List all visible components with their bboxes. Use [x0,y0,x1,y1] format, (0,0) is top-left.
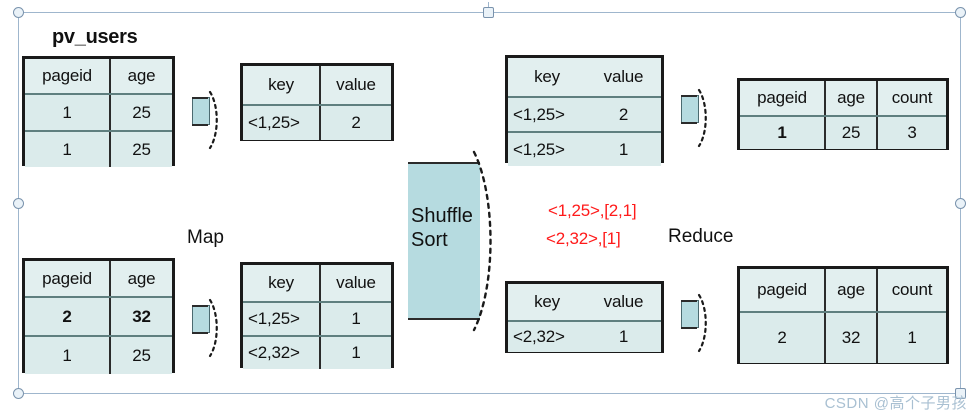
column-header-pageid: pageid [740,81,824,115]
column-header-age: age [824,269,876,311]
table-header-row: pageid age count [740,269,946,311]
table-reduce-output-bottom: pageid age count 2 32 1 [737,266,949,364]
table-row: <2,32> 1 [508,320,661,352]
cell-value: 2 [586,98,661,131]
column-header-key: key [508,284,586,320]
table-header-row: key value [243,66,391,104]
cell-count: 3 [876,117,946,149]
shuffle-annotation-1: <1,25>,[2,1] [548,201,637,220]
cell-pageid: 2 [25,298,109,335]
column-header-key: key [243,66,319,104]
cell-key: <1,25> [243,303,319,335]
table-header-row: key value [508,284,661,320]
table-shuffle-output-top: key value <1,25> 2 <1,25> 1 [505,55,664,166]
cell-value: 1 [586,133,661,166]
table-header-row: pageid age [25,261,172,296]
cell-key: <1,25> [243,106,319,140]
cell-pageid: 1 [740,117,824,149]
column-header-pageid: pageid [25,59,109,93]
table-reduce-output-top: pageid age count 1 25 3 [737,78,949,150]
selection-handle-top-right[interactable] [955,7,966,18]
column-header-age: age [824,81,876,115]
table-row: <1,25> 2 [243,104,391,140]
table-row: <2,32> 1 [243,335,391,369]
cell-key: <1,25> [508,98,586,131]
table-header-row: pageid age [25,59,172,93]
cell-pageid: 2 [740,313,824,363]
table-header-row: key value [508,58,661,96]
column-header-pageid: pageid [25,261,109,296]
arrow-map-top [192,90,232,150]
table-row: 1 25 3 [740,115,946,149]
table-row: 1 25 [25,335,172,374]
table-row: 2 32 1 [740,311,946,363]
arrow-map-bottom [192,298,232,358]
table-header-row: pageid age count [740,81,946,115]
column-header-age: age [109,59,172,93]
column-header-count: count [876,81,946,115]
cell-count: 1 [876,313,946,363]
cell-pageid: 1 [25,337,109,374]
column-header-value: value [586,58,661,96]
cell-age: 25 [109,132,172,167]
cell-key: <2,32> [243,337,319,369]
cell-pageid: 1 [25,95,109,130]
cell-value: 1 [319,337,391,369]
table-row: <1,25> 1 [243,301,391,335]
selection-handle-top-left[interactable] [13,7,24,18]
map-stage-label: Map [187,227,224,248]
arrow-reduce-top [681,88,721,148]
cell-value: 2 [319,106,391,140]
cell-value: 1 [586,322,661,352]
table-row: 2 32 [25,296,172,335]
reduce-stage-label: Reduce [668,226,734,247]
table-header-row: key value [243,265,391,301]
column-header-value: value [586,284,661,320]
shuffle-sort-label: Shuffle Sort [411,205,473,251]
column-header-count: count [876,269,946,311]
selection-handle-middle-right[interactable] [955,198,966,209]
column-header-value: value [319,265,391,301]
cell-key: <2,32> [508,322,586,352]
column-header-key: key [508,58,586,96]
cell-age: 32 [824,313,876,363]
arrow-reduce-bottom [681,293,721,353]
cell-age: 25 [109,95,172,130]
table-map-output-bottom: key value <1,25> 1 <2,32> 1 [240,262,394,369]
table-map-output-top: key value <1,25> 2 [240,63,394,141]
column-header-value: value [319,66,391,104]
column-header-key: key [243,265,319,301]
page-title: pv_users [52,26,138,48]
shuffle-sort-shape [408,162,480,320]
column-header-pageid: pageid [740,269,824,311]
cell-age: 25 [824,117,876,149]
cell-pageid: 1 [25,132,109,167]
selection-handle-bottom-left[interactable] [13,388,24,399]
cell-key: <1,25> [508,133,586,166]
table-row: <1,25> 1 [508,131,661,166]
column-header-age: age [109,261,172,296]
table-row: 1 25 [25,130,172,167]
table-pv-users-input-top: pageid age 1 25 1 25 [22,56,175,167]
table-shuffle-output-bottom: key value <2,32> 1 [505,281,664,353]
selection-handle-bottom-right[interactable] [955,388,966,399]
table-row: 1 25 [25,93,172,130]
shuffle-annotation-2: <2,32>,[1] [546,229,621,248]
selection-handle-rotate[interactable] [483,7,494,18]
table-row: <1,25> 2 [508,96,661,131]
csdn-watermark: CSDN @高个子男孩 [824,395,967,412]
cell-age: 25 [109,337,172,374]
shuffle-sort-curve-icon [468,150,502,337]
cell-age: 32 [109,298,172,335]
selection-handle-middle-left[interactable] [13,198,24,209]
cell-value: 1 [319,303,391,335]
table-pv-users-input-bottom: pageid age 2 32 1 25 [22,258,175,374]
